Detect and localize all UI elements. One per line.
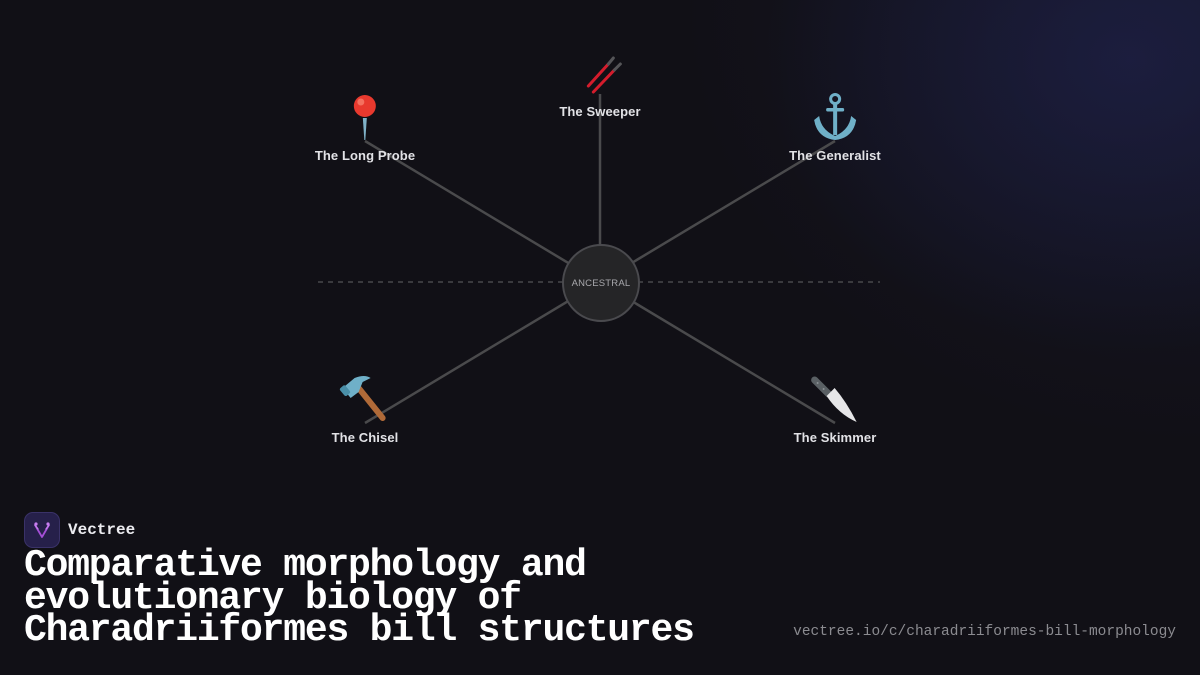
spoke-chisel: [364, 280, 601, 425]
spoke-long-probe: [364, 139, 601, 284]
node-label-skimmer: The Skimmer: [793, 430, 877, 445]
spoke-skimmer: [599, 280, 836, 425]
spoke-generalist: [599, 139, 836, 284]
anchor-icon: [814, 93, 856, 140]
hammer-icon: [340, 376, 386, 421]
node-generalist[interactable]: The Generalist: [789, 92, 881, 163]
chopsticks-icon: [586, 56, 622, 94]
node-label-generalist: The Generalist: [789, 148, 881, 163]
brand: Vectree: [24, 512, 135, 548]
node-label-sweeper: The Sweeper: [559, 104, 641, 119]
page-url[interactable]: vectree.io/c/charadriiformes-bill-morpho…: [793, 624, 1176, 640]
node-label-chisel: The Chisel: [331, 430, 399, 445]
node-skimmer[interactable]: The Skimmer: [794, 374, 877, 445]
pushpin-icon: [354, 95, 376, 140]
ancestral-node[interactable]: ANCESTRAL: [562, 244, 640, 322]
node-chisel[interactable]: The Chisel: [332, 374, 399, 445]
vectree-logo-icon[interactable]: [24, 512, 60, 548]
node-label-long-probe: The Long Probe: [314, 148, 416, 163]
node-sweeper[interactable]: The Sweeper: [559, 44, 641, 119]
kitchen-knife-icon: [811, 376, 857, 422]
page-title: Comparative morphology and evolutionary …: [24, 544, 695, 652]
ancestral-label: ANCESTRAL: [571, 277, 631, 289]
node-long-probe[interactable]: The Long Probe: [315, 92, 415, 163]
brand-name: Vectree: [68, 521, 136, 539]
